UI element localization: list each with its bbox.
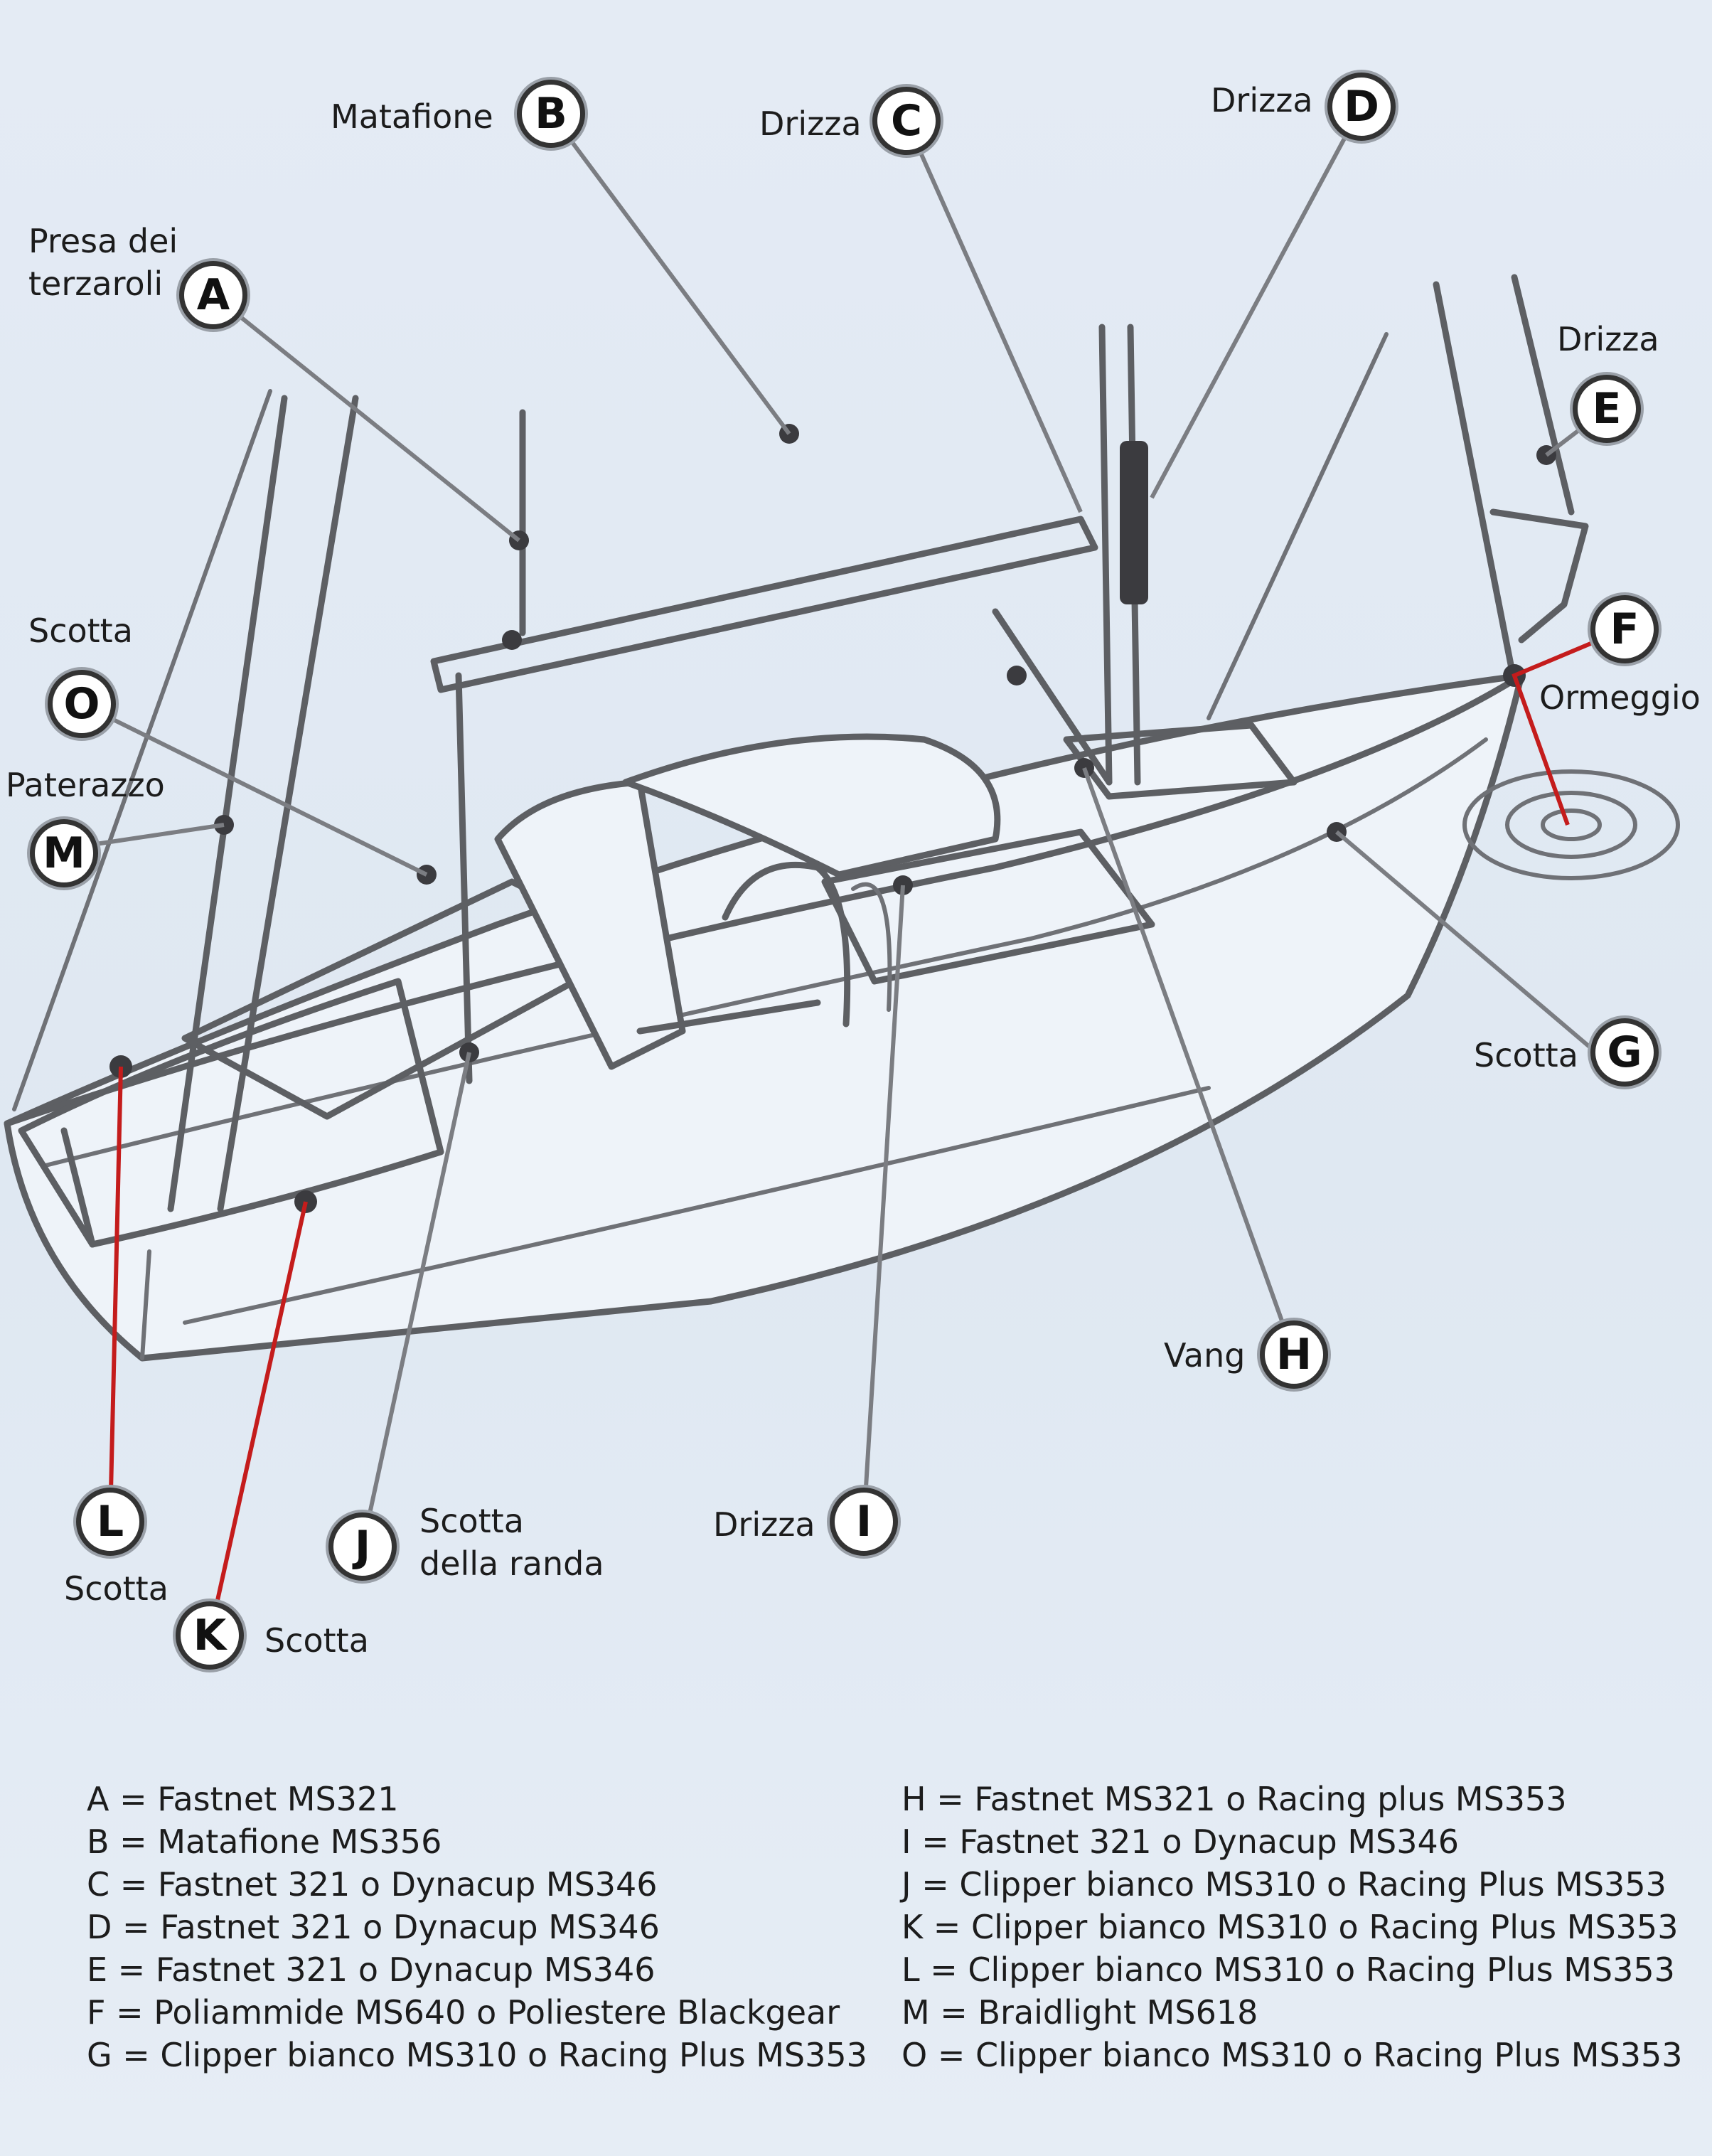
callout-label-m: Paterazzo xyxy=(6,766,165,804)
callout-label-f: Ormeggio xyxy=(1539,678,1701,717)
callout-badge-i: I xyxy=(830,1488,898,1556)
callout-badge-k: K xyxy=(176,1601,244,1670)
callout-label-b: Matafione xyxy=(331,97,493,136)
deck xyxy=(18,722,1298,1248)
callout-label-g: Scotta xyxy=(1474,1036,1578,1074)
leader-lines xyxy=(80,105,1626,1636)
callout-label-k: Scotta xyxy=(264,1621,369,1660)
legend-item: H = Fastnet MS321 o Racing plus MS353 xyxy=(902,1780,1567,1818)
legend-item: K = Clipper bianco MS310 o Racing Plus M… xyxy=(902,1908,1679,1946)
callout-badge-c: C xyxy=(872,87,941,155)
legend-item: I = Fastnet 321 o Dynacup MS346 xyxy=(902,1823,1460,1861)
callout-label-i: Drizza xyxy=(713,1505,815,1544)
legend-item: C = Fastnet 321 o Dynacup MS346 xyxy=(87,1865,658,1904)
callout-badge-h: H xyxy=(1260,1320,1328,1389)
callout-label-h: Vang xyxy=(1164,1336,1246,1375)
callout-badge-j: J xyxy=(328,1512,397,1581)
callout-label-j: Scotta della randa xyxy=(419,1502,604,1583)
legend-item: A = Fastnet MS321 xyxy=(87,1780,399,1818)
legend-item: O = Clipper bianco MS310 o Racing Plus M… xyxy=(902,2036,1683,2074)
callout-badge-m: M xyxy=(30,819,98,887)
callout-badge-o: O xyxy=(48,670,116,738)
legend-item: B = Matafione MS356 xyxy=(87,1823,442,1861)
callout-label-o: Scotta xyxy=(28,612,133,650)
water-ripples xyxy=(1462,769,1680,880)
callout-badge-g: G xyxy=(1590,1018,1659,1087)
callout-label-e: Drizza xyxy=(1557,320,1659,358)
callout-badge-l: L xyxy=(76,1488,144,1556)
legend-item: F = Poliammide MS640 o Poliestere Blackg… xyxy=(87,1993,840,2032)
callout-badge-a: A xyxy=(179,261,247,329)
legend-right: H = Fastnet MS321 o Racing plus MS353 I … xyxy=(902,1778,1683,2076)
callout-label-l: Scotta xyxy=(64,1569,168,1608)
callout-badge-b: B xyxy=(517,80,585,148)
legend-item: M = Braidlight MS618 xyxy=(902,1993,1258,2032)
legend-item: G = Clipper bianco MS310 o Racing Plus M… xyxy=(87,2036,867,2074)
legend-item: E = Fastnet 321 o Dynacup MS346 xyxy=(87,1950,656,1989)
rigging xyxy=(12,274,1589,1213)
callout-label-d: Drizza xyxy=(1211,81,1313,119)
callout-badge-f: F xyxy=(1590,595,1659,663)
callout-label-c: Drizza xyxy=(759,105,862,143)
legend-item: D = Fastnet 321 o Dynacup MS346 xyxy=(87,1908,660,1946)
legend-item: J = Clipper bianco MS310 o Racing Plus M… xyxy=(902,1865,1666,1904)
callout-badge-e: E xyxy=(1573,375,1641,443)
legend-left: A = Fastnet MS321 B = Matafione MS356 C … xyxy=(87,1778,867,2076)
callout-label-a: Presa dei terzaroli xyxy=(28,222,178,303)
legend-item: L = Clipper bianco MS310 o Racing Plus M… xyxy=(902,1950,1675,1989)
callout-badge-d: D xyxy=(1327,73,1396,141)
